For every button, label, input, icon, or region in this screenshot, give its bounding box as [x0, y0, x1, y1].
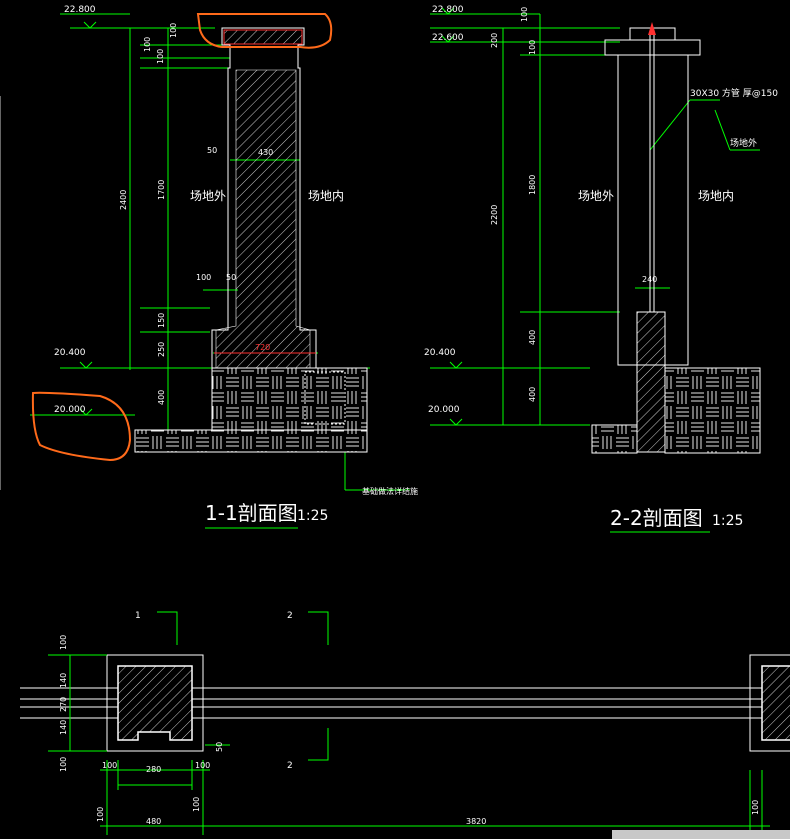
section-2-brick-left [591, 424, 638, 454]
plan-dim-b-3820: 3820 [466, 817, 486, 826]
s2-dim-100-top: 100 [520, 7, 529, 22]
plan-wall-strip [20, 687, 762, 719]
s2-callout: 场地外 [730, 137, 757, 149]
s1-dim-mid: 1700 [157, 180, 166, 200]
s1-dim-100a: 100 [143, 37, 152, 52]
s1-dim-50a: 50 [207, 146, 217, 155]
s2-title: 2-2剖面图 [610, 506, 703, 530]
s2-spec: 30X30 方管 厚@150 [690, 87, 778, 99]
plan-dim-b-480: 480 [146, 817, 161, 826]
s1-dim-720: 720 [255, 343, 270, 352]
section-2-2: 22.800 22.600 20.400 20.000 100 200 100 … [424, 5, 778, 533]
s1-dim-430: 430 [258, 148, 273, 157]
plan-dim-left-100-top: 100 [59, 635, 68, 650]
s1-elev-ground: 20.400 [54, 348, 86, 358]
s2-label-outside: 场地外 [578, 189, 614, 203]
plan-dim-b-100b: 100 [195, 761, 210, 770]
plan-cut-2-top: 2 [287, 611, 293, 621]
plan-dim-b-100c: 100 [96, 807, 105, 822]
plan-pier-left-outer [106, 654, 204, 752]
plan-dim-left-100-bottom: 100 [59, 757, 68, 772]
plan-dim-left-270: 270 [59, 697, 68, 712]
s2-elev-ground: 20.400 [424, 348, 456, 358]
plan-dim-b-280: 280 [146, 765, 161, 774]
section-1-column [211, 27, 317, 369]
s2-elev-bottom: 20.000 [428, 405, 460, 415]
plan-dimensions [48, 654, 770, 835]
plan-dim-b-100e: 100 [751, 800, 760, 815]
s2-dim-240: 240 [642, 275, 657, 284]
section-2-brick-footing [664, 367, 761, 454]
plan-pier-right [761, 665, 790, 741]
s2-elev-top: 22.800 [432, 5, 464, 15]
plan-dim-left-140-top: 140 [59, 673, 68, 688]
section-1-brick-base [134, 429, 368, 453]
s1-dim-100d: 100 [196, 273, 211, 282]
s1-dim-250: 250 [157, 342, 166, 357]
s1-dim-50b: 50 [226, 273, 236, 282]
section-2-fence [604, 22, 701, 453]
plan-pier-right-outer [749, 654, 790, 752]
markup-top-circle [196, 13, 333, 49]
plan-cut-1: 1 [135, 611, 141, 621]
s2-dim-1800: 1800 [528, 175, 537, 195]
s2-dim-200: 200 [490, 33, 499, 48]
plan-dim-left-140-bottom: 140 [59, 720, 68, 735]
section-2-dimensions [430, 13, 760, 426]
plan-pier-left [117, 665, 193, 741]
horizontal-scrollbar[interactable] [612, 830, 790, 839]
s1-elev-bottom: 20.000 [54, 405, 86, 415]
section-1-1: 22.800 20.400 20.000 2400 1700 100 100 1… [30, 5, 418, 529]
section-1-brick-footing [211, 367, 368, 434]
plan-view: 1 2 2 100 140 270 140 100 50 100 280 100… [20, 611, 790, 835]
s1-title: 1-1剖面图 [205, 501, 298, 525]
section-1-elevation-markers [79, 21, 97, 416]
s1-dim-100c: 100 [169, 23, 178, 38]
s1-label-inside: 场地内 [308, 189, 344, 203]
s2-dim-2200: 2200 [490, 205, 499, 225]
s1-elev-top: 22.800 [64, 5, 96, 15]
markup-bottom-circle [31, 391, 132, 462]
s2-dim-100: 100 [528, 40, 537, 55]
s2-label-inside: 场地内 [698, 189, 734, 203]
s1-note: 基础做法详结施 [362, 486, 418, 496]
s1-dim-400: 400 [157, 390, 166, 405]
s2-scale: 1:25 [712, 513, 743, 529]
section-2-elevation-markers [441, 7, 463, 426]
s1-dim-150: 150 [157, 313, 166, 328]
plan-dim-b-100a: 100 [102, 761, 117, 770]
plan-cut-2-bottom: 2 [287, 761, 293, 771]
s2-dim-400a: 400 [528, 330, 537, 345]
s1-label-outside: 场地外 [190, 189, 226, 203]
s2-dim-400b: 400 [528, 387, 537, 402]
plan-dim-b-100d: 100 [192, 797, 201, 812]
s1-scale: 1:25 [297, 508, 328, 524]
s1-dim-100b: 100 [156, 49, 165, 64]
s2-elev-mid: 22.600 [432, 33, 464, 43]
plan-cut-markers [157, 611, 329, 761]
plan-dim-50: 50 [215, 742, 224, 752]
s1-dim-total: 2400 [119, 190, 128, 210]
